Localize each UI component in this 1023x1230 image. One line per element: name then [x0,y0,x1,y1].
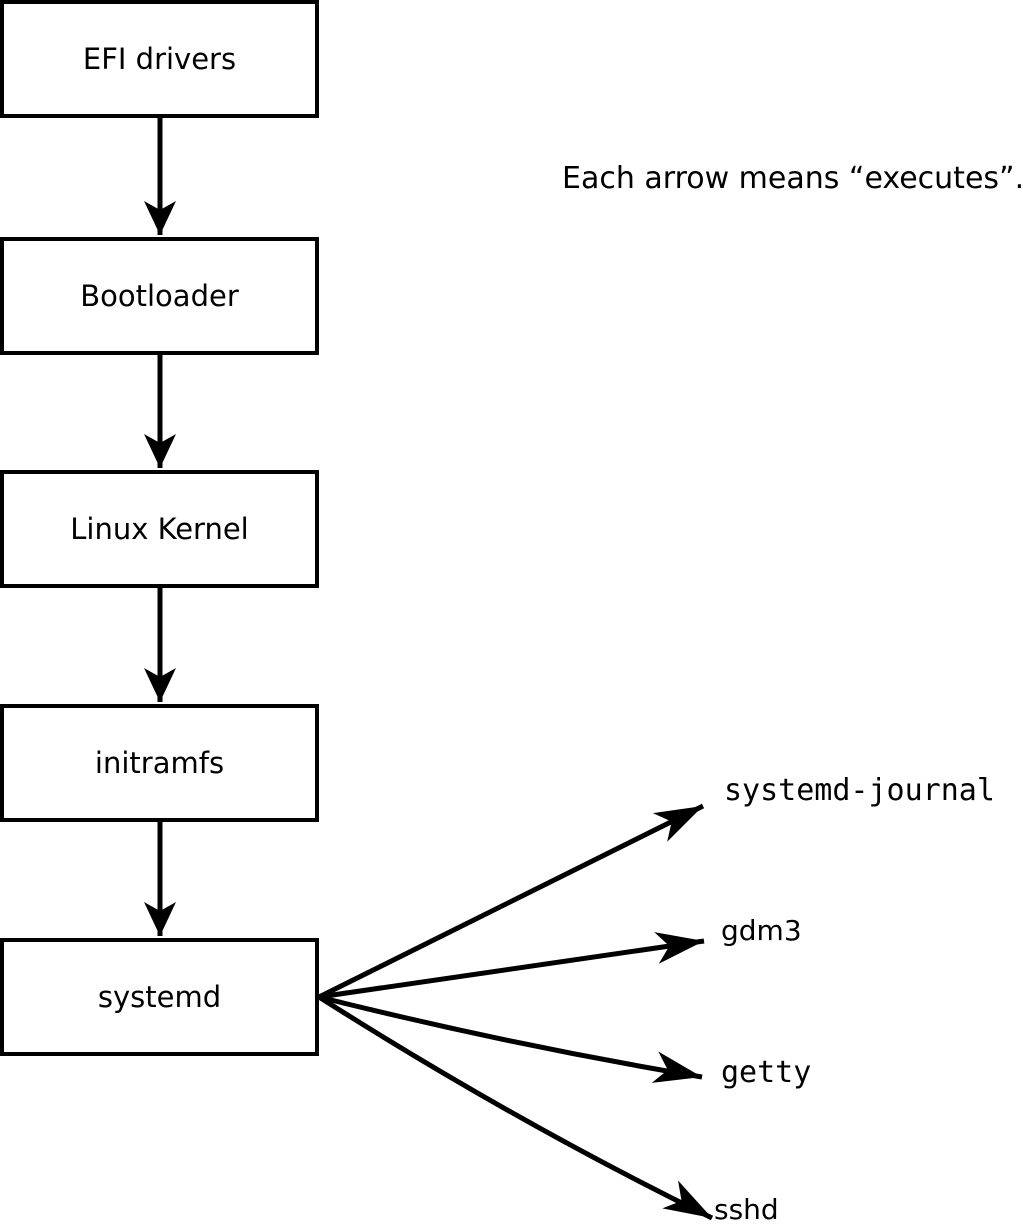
process-getty-label: getty [721,1055,812,1090]
executes-arrow-systemd-to-getty [318,994,703,1083]
executes-arrow-bootloader-to-kernel [144,355,176,468]
executes-arrow-initramfs-to-systemd [144,822,176,936]
node-systemd-label: systemd [97,980,222,1014]
executes-arrow-kernel-to-initramfs [144,588,176,702]
node-efi-drivers: EFI drivers [0,0,319,118]
executes-arrow-systemd-to-journal [317,803,705,1000]
node-initramfs-label: initramfs [94,746,225,780]
executes-arrow-efi-to-bootloader [144,118,176,235]
process-gdm3-label: gdm3 [721,914,802,947]
node-systemd: systemd [0,938,319,1056]
node-efi-drivers-label: EFI drivers [82,42,237,76]
node-linux-kernel: Linux Kernel [0,470,319,588]
node-bootloader: Bootloader [0,237,319,355]
node-initramfs: initramfs [0,704,319,822]
process-systemd-journal-label: systemd-journal [724,773,995,808]
process-sshd-label: sshd [714,1193,779,1226]
arrow-meaning-caption: Each arrow means “executes”. [562,161,1023,196]
node-bootloader-label: Bootloader [80,279,239,313]
node-linux-kernel-label: Linux Kernel [70,512,249,546]
executes-arrow-systemd-to-gdm3 [318,932,705,1000]
executes-arrow-systemd-to-sshd [317,994,714,1221]
